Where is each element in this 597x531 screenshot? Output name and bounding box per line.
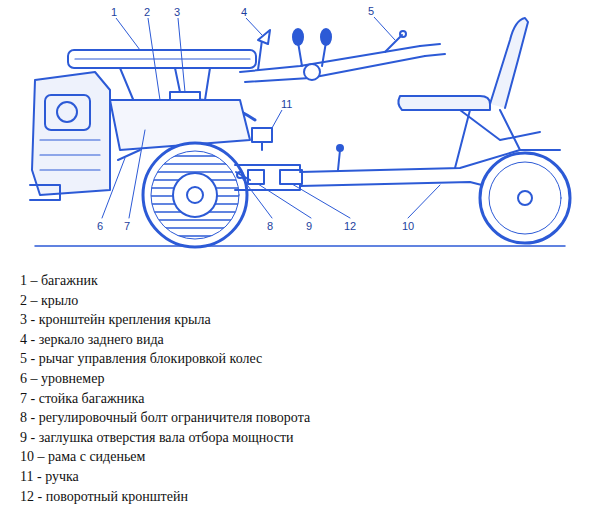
callout-number: 3 [173, 6, 181, 18]
callout-number: 9 [305, 220, 313, 232]
key-line: 3 - кронштейн крепления крыла [20, 311, 211, 328]
key-line: 8 - регулировочный болт ограничителя пов… [20, 409, 310, 426]
callout-number: 7 [123, 220, 131, 232]
key-line: 7 - стойка багажника [20, 390, 144, 407]
callout-number: 5 [367, 5, 375, 17]
key-line: 12 - поворотный кронштейн [20, 488, 188, 505]
key-line: 6 – уровнемер [20, 370, 104, 387]
callout-number: 1 [110, 6, 118, 18]
callout-number: 10 [401, 220, 415, 232]
key-line: 4 - зеркало заднего вида [20, 331, 164, 348]
key-line: 9 - заглушка отверстия вала отбора мощно… [20, 429, 294, 446]
callout-number: 12 [343, 220, 357, 232]
key-line: 10 – рама с сиденьем [20, 448, 145, 465]
key-line: 1 – багажник [20, 272, 98, 289]
callout-number: 4 [240, 6, 248, 18]
key-line: 2 – крыло [20, 292, 78, 309]
key-line: 5 - рычаг управления блокировкой колес [20, 350, 262, 367]
callout-number: 6 [96, 220, 104, 232]
callout-number: 8 [266, 220, 274, 232]
callout-number: 2 [143, 6, 151, 18]
tractor-illustration [0, 0, 597, 270]
callout-number: 11 [280, 98, 293, 110]
key-line: 11 - ручка [20, 468, 79, 485]
